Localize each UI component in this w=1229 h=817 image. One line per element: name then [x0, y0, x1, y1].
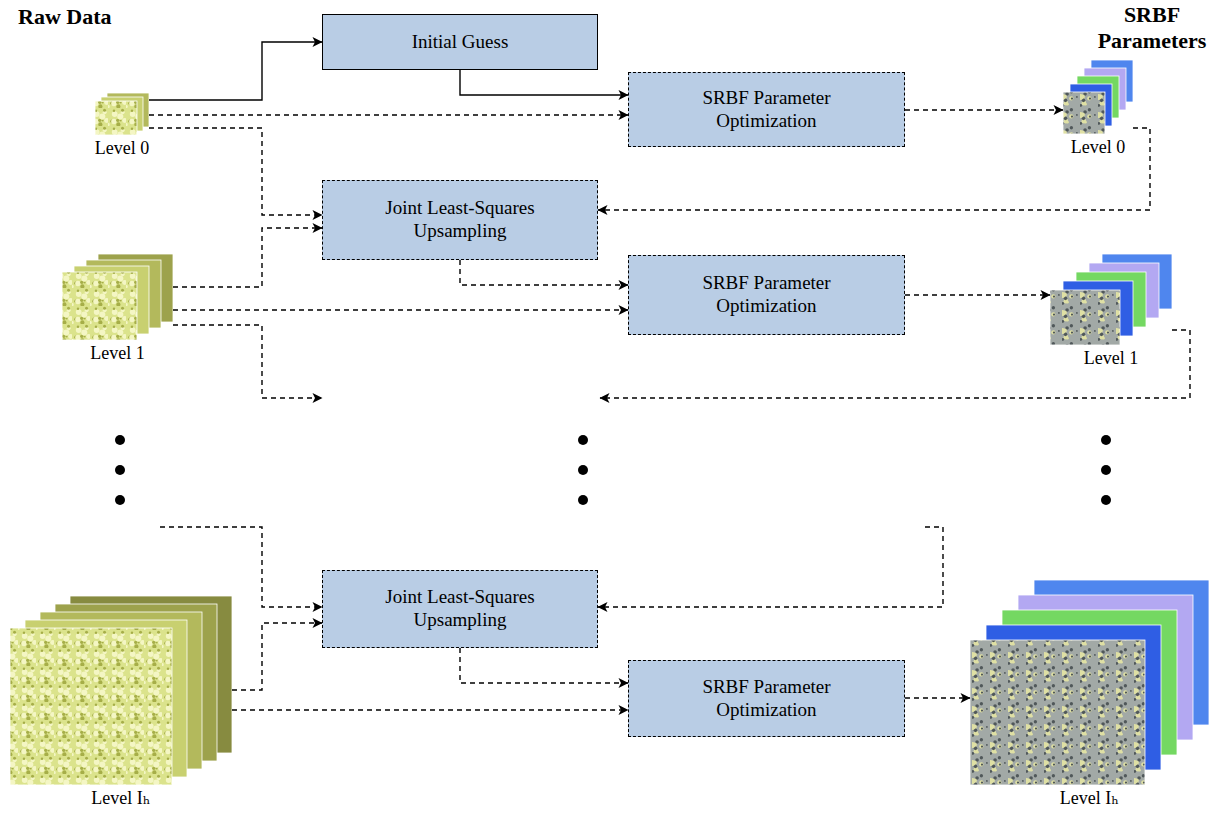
ellipsis-dot — [115, 495, 125, 505]
parameter-map-stack — [970, 580, 1209, 785]
image-layer-front — [1063, 92, 1105, 134]
box-label: SRBF Parameter Optimization — [667, 87, 867, 133]
level-label: Level 1 — [90, 343, 144, 364]
process-box: SRBF Parameter Optimization — [628, 72, 905, 147]
image-stack: Level 0 — [1063, 60, 1133, 134]
ellipsis-dot — [1101, 435, 1111, 445]
column-heading: Raw Data — [18, 4, 112, 30]
flow-arrow — [173, 309, 628, 310]
flow-arrow — [232, 623, 322, 690]
flow-arrow — [460, 648, 628, 683]
image-layer-front — [1050, 290, 1120, 345]
column-heading: SRBF Parameters — [1088, 2, 1216, 55]
box-label: Joint Least-Squares Upsampling — [360, 197, 560, 243]
flow-arrow — [460, 260, 628, 285]
raw-data-stack — [62, 254, 173, 340]
flow-arrow — [232, 709, 628, 710]
level-label: Level 0 — [1071, 137, 1125, 158]
ellipsis-dot — [1101, 465, 1111, 475]
raw-data-stack — [95, 93, 149, 135]
level-label: Level 1 — [1084, 348, 1138, 369]
box-label: SRBF Parameter Optimization — [667, 272, 867, 318]
flow-arrow — [460, 70, 628, 95]
continuation-arrow — [600, 330, 1190, 398]
process-box: SRBF Parameter Optimization — [628, 660, 905, 737]
image-stack: Level Iₕ — [970, 580, 1209, 785]
ellipsis-dot — [578, 465, 588, 475]
process-box: Joint Least-Squares Upsampling — [322, 570, 598, 648]
ellipsis-dots — [115, 435, 1111, 505]
parameter-map-stack — [1050, 254, 1172, 345]
flow-arrow — [905, 109, 1063, 110]
level-label: Level 0 — [95, 138, 149, 159]
flow-arrow — [173, 228, 322, 287]
dangling-arrows — [160, 325, 1190, 607]
ellipsis-dot — [578, 435, 588, 445]
image-stack: Level 0 — [95, 93, 149, 135]
level-label: Level Iₕ — [91, 788, 150, 809]
continuation-arrow — [160, 527, 322, 607]
flow-arrow — [149, 42, 322, 100]
continuation-arrow — [173, 325, 322, 398]
ellipsis-dot — [1101, 495, 1111, 505]
image-layer-front — [970, 640, 1145, 785]
ellipsis-dot — [578, 495, 588, 505]
box-label: Joint Least-Squares Upsampling — [360, 586, 560, 632]
ellipsis-dot — [115, 465, 125, 475]
flow-arrow — [905, 697, 970, 698]
level-label: Level Iₕ — [1060, 788, 1119, 809]
raw-data-stack — [10, 596, 232, 785]
flow-arrow — [149, 114, 628, 115]
flow-arrow — [149, 128, 322, 215]
connectors — [149, 42, 1150, 710]
image-layer-front — [95, 101, 137, 135]
process-box: SRBF Parameter Optimization — [628, 255, 905, 335]
process-box: Joint Least-Squares Upsampling — [322, 180, 598, 260]
box-label: SRBF Parameter Optimization — [667, 676, 867, 722]
parameter-map-stack — [1063, 60, 1133, 134]
continuation-arrow — [598, 527, 943, 607]
image-layer-front — [10, 628, 172, 785]
flow-arrow — [905, 294, 1050, 295]
image-stacks — [10, 60, 1209, 785]
image-stack: Level 1 — [62, 254, 173, 340]
image-stack: Level 1 — [1050, 254, 1172, 345]
ellipsis-dot — [115, 435, 125, 445]
image-layer-front — [62, 272, 137, 340]
box-label: Initial Guess — [412, 31, 509, 54]
image-stack: Level Iₕ — [10, 596, 232, 785]
process-box: Initial Guess — [322, 14, 598, 70]
